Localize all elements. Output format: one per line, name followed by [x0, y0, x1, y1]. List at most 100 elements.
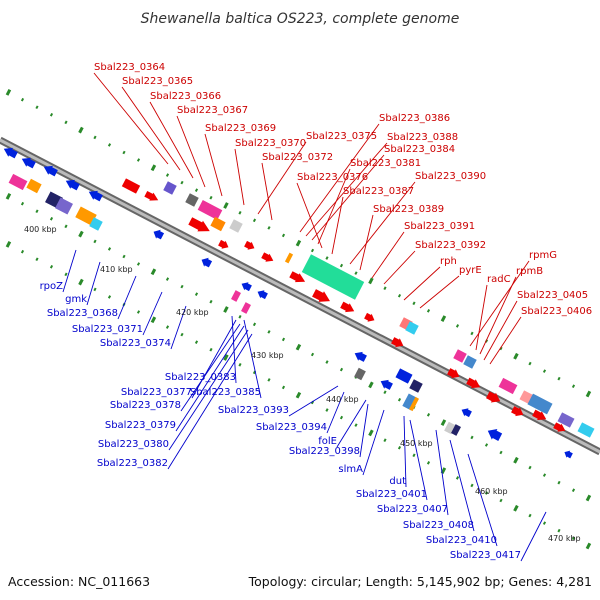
- gene-label[interactable]: rpoZ: [40, 281, 64, 292]
- gene-label[interactable]: folE: [318, 436, 337, 447]
- gene-label[interactable]: Sbal223_0389: [373, 204, 444, 215]
- tick-mark: [557, 528, 561, 533]
- tick-mark: [194, 340, 199, 344]
- leader-line: [257, 141, 307, 215]
- gene-label[interactable]: Sbal223_0410: [426, 535, 497, 546]
- tick-mark: [542, 369, 547, 373]
- gene-label[interactable]: Sbal223_0405: [517, 290, 588, 301]
- tick-mark: [513, 456, 519, 464]
- tick-mark: [412, 453, 416, 458]
- leader-line: [359, 403, 369, 458]
- leader-line: [467, 453, 498, 547]
- gene-label[interactable]: Sbal223_0368: [47, 308, 118, 319]
- gene-box: [185, 193, 199, 207]
- gene-label[interactable]: Sbal223_0391: [404, 221, 475, 232]
- gene-label[interactable]: Sbal223_0374: [100, 338, 171, 349]
- gene-label[interactable]: Sbal223_0376: [297, 172, 368, 183]
- gene-label[interactable]: slmA: [338, 464, 363, 475]
- tick-mark: [310, 352, 315, 357]
- gene-label[interactable]: Sbal223_0408: [403, 520, 474, 531]
- leader-line: [449, 439, 475, 532]
- gene-box: [354, 367, 366, 381]
- tick-mark: [20, 201, 25, 206]
- gene-label[interactable]: Sbal223_0375: [306, 131, 377, 142]
- gene-label[interactable]: gmk: [65, 294, 87, 305]
- gene-label[interactable]: Sbal223_0417: [450, 550, 521, 561]
- leader-line: [362, 409, 385, 476]
- tick-mark: [223, 354, 229, 361]
- gene-box: [229, 219, 243, 233]
- kbp-label: 400 kbp: [24, 225, 57, 234]
- tick-mark: [150, 164, 157, 172]
- gene-label[interactable]: Sbal223_0406: [521, 306, 592, 317]
- gene-arrow: [257, 290, 268, 300]
- tick-mark: [368, 381, 374, 389]
- gene-label[interactable]: rph: [440, 256, 457, 267]
- leader-line: [520, 511, 547, 562]
- gene-label[interactable]: dut: [389, 476, 406, 487]
- leader-line: [489, 316, 522, 365]
- gene-label[interactable]: Sbal223_0370: [235, 138, 306, 149]
- kbp-label: 430 kbp: [251, 351, 284, 360]
- tick-mark: [557, 376, 561, 381]
- leader-line: [204, 133, 223, 197]
- tick-mark: [557, 480, 561, 485]
- gene-label[interactable]: Sbal223_0365: [122, 76, 193, 87]
- tick-mark: [107, 143, 112, 147]
- gene-label[interactable]: Sbal223_0394: [256, 422, 327, 433]
- gene-label[interactable]: Sbal223_0386: [379, 113, 450, 124]
- gene-label[interactable]: Sbal223_0366: [150, 91, 221, 102]
- gene-label[interactable]: Sbal223_0407: [377, 504, 448, 515]
- gene-label[interactable]: Sbal223_0364: [94, 62, 165, 73]
- tick-mark: [107, 247, 112, 251]
- gene-label[interactable]: Sbal223_0392: [415, 240, 486, 251]
- gene-label[interactable]: Sbal223_0377: [121, 387, 192, 398]
- tick-mark: [295, 391, 302, 399]
- gene-label[interactable]: Sbal223_0372: [262, 152, 333, 163]
- gene-label[interactable]: Sbal223_0369: [205, 123, 276, 134]
- kbp-label: 440 kbp: [326, 395, 359, 404]
- gene-label[interactable]: Sbal223_0378: [110, 400, 181, 411]
- leader-line: [299, 123, 380, 233]
- gene-label[interactable]: rpmG: [529, 250, 557, 261]
- gene-label[interactable]: Sbal223_0381: [350, 158, 421, 169]
- gene-label[interactable]: Sbal223_0380: [98, 439, 169, 450]
- gene-label[interactable]: Sbal223_0371: [72, 324, 143, 335]
- gene-box: [444, 421, 456, 435]
- tick-mark: [325, 256, 329, 260]
- gene-box: [241, 302, 251, 314]
- tick-mark: [194, 292, 199, 296]
- tick-mark: [209, 195, 213, 200]
- tick-mark: [571, 384, 576, 389]
- leader-line: [349, 181, 416, 265]
- gene-label[interactable]: pyrE: [459, 265, 482, 276]
- gene-label[interactable]: rpmB: [516, 266, 543, 277]
- leader-line: [93, 72, 169, 165]
- tick-mark: [470, 331, 474, 336]
- tick-mark: [5, 241, 12, 248]
- gene-label[interactable]: Sbal223_0393: [218, 405, 289, 416]
- gene-label[interactable]: Sbal223_0398: [289, 446, 360, 457]
- gene-label[interactable]: Sbal223_0384: [384, 144, 455, 155]
- tick-mark: [238, 211, 242, 215]
- leader-line: [403, 266, 441, 301]
- gene-label[interactable]: Sbal223_0382: [97, 458, 168, 469]
- gene-arrow: [364, 312, 375, 322]
- gene-label[interactable]: Sbal223_0379: [105, 420, 176, 431]
- gene-label[interactable]: Sbal223_0388: [387, 132, 458, 143]
- leader-line: [317, 168, 351, 245]
- gene-label[interactable]: Sbal223_0387: [343, 186, 414, 197]
- tick-mark: [542, 473, 547, 477]
- gene-label[interactable]: Sbal223_0401: [356, 489, 427, 500]
- tick-mark: [93, 287, 97, 292]
- gene-label[interactable]: radC: [487, 274, 511, 285]
- tick-mark: [585, 390, 592, 398]
- gene-box: [498, 377, 518, 395]
- gene-label[interactable]: Sbal223_0383: [165, 372, 236, 383]
- gene-label[interactable]: Sbal223_0367: [177, 105, 248, 116]
- gene-label[interactable]: Sbal223_0385: [190, 387, 261, 398]
- gene-label[interactable]: Sbal223_0390: [415, 171, 486, 182]
- gene-arrow: [65, 179, 80, 191]
- tick-mark: [339, 367, 344, 372]
